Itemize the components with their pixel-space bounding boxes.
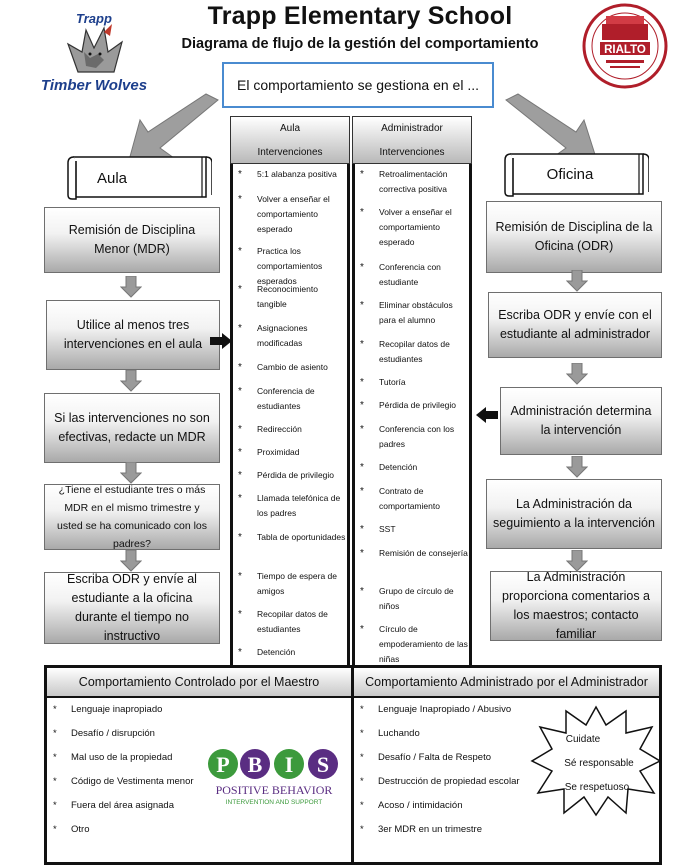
list-item: *Asignaciones modificadas	[238, 323, 308, 348]
aula-column-header: Aula Intervenciones	[230, 116, 350, 164]
list-item: *5:1 alabanza positiva	[238, 169, 337, 180]
list-item: *Grupo de círculo de niños	[360, 586, 454, 611]
rialto-seal-logo: RIALTO	[582, 3, 668, 89]
right-arrow-icon	[210, 333, 232, 349]
aula-column-title: Aula	[279, 123, 300, 134]
list-item: *Volver a enseñar el comportamiento espe…	[360, 207, 452, 247]
logo-top-text: Trapp	[76, 11, 112, 26]
list-item: *Practica los comportamientos esperados	[238, 246, 323, 286]
list-item: *Volver a enseñar el comportamiento espe…	[238, 194, 330, 234]
flow-start-box: El comportamiento se gestiona en el ...	[222, 62, 494, 108]
timber-wolves-logo: Trapp Timber Wolves	[41, 11, 147, 94]
teacher-behavior-box: Comportamiento Controlado por el Maestro…	[47, 668, 354, 862]
list-item: *Detención	[360, 462, 418, 473]
expectations-burst	[530, 705, 662, 817]
down-arrow-icon	[566, 363, 588, 385]
down-arrow-icon	[566, 270, 588, 292]
left-step-4: ¿Tiene el estudiante tres o más MDR en e…	[44, 484, 220, 550]
svg-text:POSITIVE BEHAVIOR: POSITIVE BEHAVIOR	[216, 783, 333, 797]
down-arrow-icon	[566, 456, 588, 478]
admin-interventions-column: *Retroalimentación correctiva positiva *…	[352, 164, 472, 666]
pbis-logo: P B I S POSITIVE BEHAVIOR INTERVENTION A…	[208, 749, 338, 806]
burst-item-1: Cuidate	[565, 734, 601, 745]
left-step-5: Escriba ODR y envíe al estudiante a la o…	[44, 572, 220, 644]
list-item: *Tiempo de espera de amigos	[238, 571, 338, 596]
oficina-banner-label: Oficina	[546, 165, 594, 183]
list-item: *Remisión de consejería	[360, 548, 468, 559]
list-item: *Destrucción de propiedad escolar	[360, 776, 520, 787]
svg-text:I: I	[285, 752, 294, 777]
list-item: *Lenguaje Inapropiado / Abusivo	[360, 704, 512, 715]
list-item: *Luchando	[360, 728, 420, 739]
list-item: *SST	[360, 524, 396, 535]
page-subtitle: Diagrama de flujo de la gestión del comp…	[181, 36, 539, 52]
list-item: *Conferencia con estudiante	[360, 262, 441, 287]
aula-interventions-column: *5:1 alabanza positiva *Volver a enseñar…	[230, 164, 350, 666]
list-item: *Otro	[53, 824, 90, 835]
list-item: *Pérdida de privilegio	[238, 470, 335, 481]
list-item: *Recopilar datos de estudiantes	[360, 339, 450, 364]
behavior-section: Comportamiento Controlado por el Maestro…	[44, 665, 662, 865]
list-item: *Reconocimiento tangible	[238, 284, 318, 309]
list-item: *Desafío / Falta de Respeto	[360, 752, 492, 763]
oficina-banner	[504, 153, 649, 197]
aula-banner-label: Aula	[96, 169, 128, 187]
list-item: *Círculo de empoderamiento de las niñas	[360, 624, 468, 664]
list-item: *Proximidad	[238, 447, 300, 458]
burst-item-2: Sé responsable	[564, 758, 634, 769]
list-item: *Fuera del área asignada	[53, 800, 174, 811]
aula-column-subtitle: Intervenciones	[257, 147, 323, 158]
left-step-2: Utilice al menos tres intervenciones en …	[46, 300, 220, 370]
rialto-text: RIALTO	[604, 44, 646, 56]
list-item: *Eliminar obstáculos para el alumno	[360, 300, 453, 325]
svg-text:S: S	[317, 752, 329, 777]
list-item: *Tutoría	[360, 377, 406, 388]
list-item: *Retroalimentación correctiva positiva	[360, 169, 448, 194]
admin-column-header: Administrador Intervenciones	[352, 116, 472, 164]
list-item: *Cambio de asiento	[238, 362, 328, 373]
down-arrow-icon	[120, 276, 142, 298]
admin-behavior-title: Comportamiento Administrado por el Admin…	[354, 668, 659, 698]
right-step-1: Remisión de Disciplina de la Oficina (OD…	[486, 201, 662, 273]
burst-item-3: Se respetuoso	[564, 782, 630, 793]
list-item: *Contrato de comportamiento	[360, 486, 440, 511]
right-step-5: La Administración proporciona comentario…	[490, 570, 662, 641]
down-arrow-icon	[120, 462, 142, 484]
list-item: *Lenguaje inapropiado	[53, 704, 163, 715]
svg-text:P: P	[216, 752, 229, 777]
list-item: *Detención	[238, 647, 296, 658]
svg-text:B: B	[248, 752, 263, 777]
down-arrow-icon	[120, 370, 142, 392]
right-step-4: La Administración da seguimiento a la in…	[486, 479, 662, 549]
list-item: *Acoso / intimidación	[360, 800, 463, 811]
right-step-2: Escriba ODR y envíe con el estudiante al…	[488, 292, 662, 358]
left-step-3: Si las intervenciones no son efectivas, …	[44, 393, 220, 463]
admin-column-title: Administrador	[381, 123, 443, 134]
list-item: *Recopilar datos de estudiantes	[238, 609, 328, 634]
page-title: Trapp Elementary School	[207, 2, 513, 30]
left-step-1: Remisión de Disciplina Menor (MDR)	[44, 207, 220, 273]
svg-text:INTERVENTION AND SUPPORT: INTERVENTION AND SUPPORT	[226, 799, 323, 806]
teacher-behavior-title: Comportamiento Controlado por el Maestro	[47, 668, 351, 698]
list-item: *Conferencia con los padres	[360, 424, 455, 449]
list-item: *Mal uso de la propiedad	[53, 752, 173, 763]
list-item: *Conferencia de estudiantes	[238, 386, 315, 411]
list-item: *Redirección	[238, 424, 302, 435]
aula-banner	[67, 156, 212, 200]
down-arrow-icon	[566, 550, 588, 572]
list-item: *Pérdida de privilegio	[360, 400, 457, 411]
right-step-3: Administración determina la intervención	[500, 387, 662, 455]
list-item: *Código de Vestimenta menor	[53, 776, 194, 787]
list-item: *Desafío / disrupción	[53, 728, 155, 739]
list-item: *3er MDR en un trimestre	[360, 824, 483, 835]
down-arrow-icon	[120, 550, 142, 572]
left-arrow-icon	[476, 407, 498, 423]
admin-column-subtitle: Intervenciones	[379, 147, 445, 158]
list-item: *Tabla de oportunidades	[238, 532, 346, 543]
admin-behavior-box: Comportamiento Administrado por el Admin…	[354, 668, 659, 862]
list-item: *Llamada telefónica de los padres	[238, 493, 341, 518]
logo-bottom-text: Timber Wolves	[41, 77, 147, 94]
arrow-to-aula-icon	[127, 93, 219, 165]
arrow-to-oficina-icon	[505, 93, 599, 165]
